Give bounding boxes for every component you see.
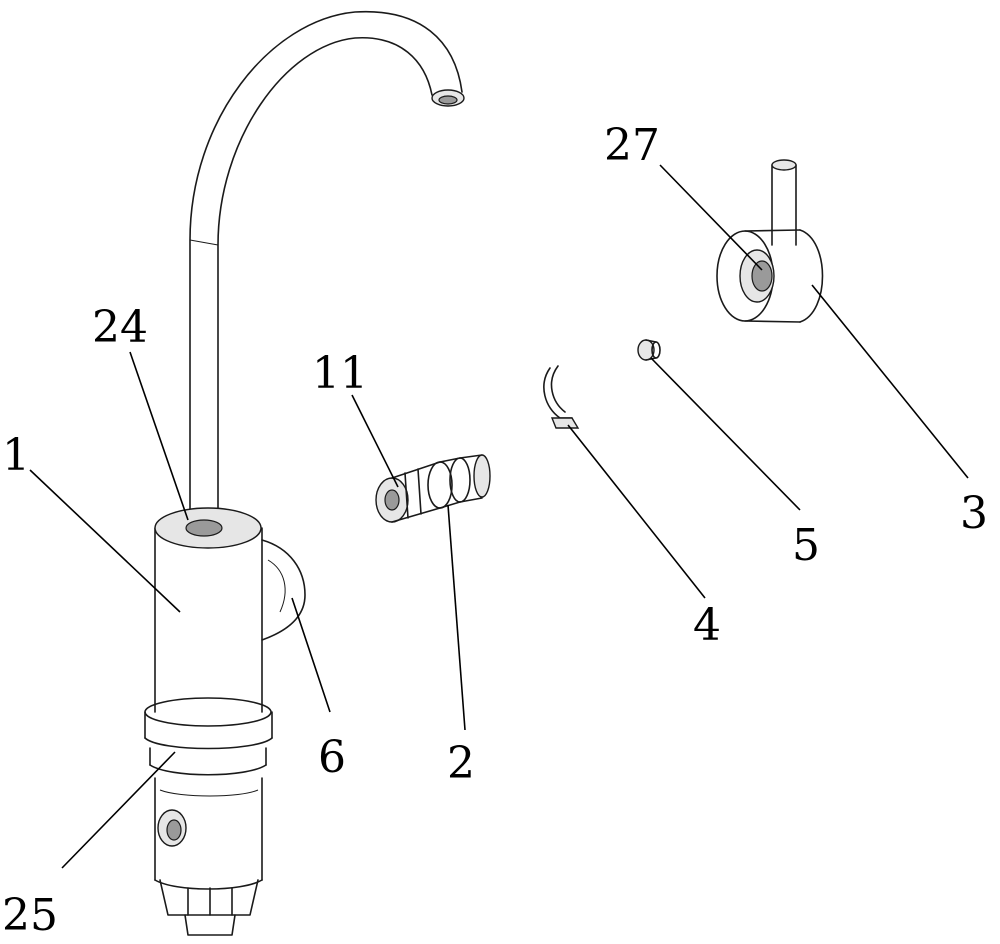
spring-clip: [543, 365, 580, 429]
label-part-5: 5: [792, 520, 820, 571]
label-part-11: 11: [312, 348, 368, 399]
leader-27: [659, 164, 763, 271]
label-part-24: 24: [92, 302, 148, 353]
label-part-27: 27: [604, 120, 660, 171]
label-part-1: 1: [2, 430, 30, 481]
leader-lines: [29, 164, 969, 869]
part-number-labels: 1 2 3 4 5 6 11 24 25 27: [2, 120, 988, 941]
leader-3: [811, 284, 969, 479]
label-part-6: 6: [318, 732, 346, 783]
small-pin: [637, 339, 661, 361]
label-part-3: 3: [960, 488, 988, 539]
leader-25: [61, 751, 176, 869]
leader-1: [29, 469, 181, 613]
valve-cartridge: [375, 454, 491, 523]
faucet-body: [144, 10, 465, 936]
label-part-4: 4: [693, 600, 721, 651]
leader-6: [291, 597, 331, 713]
leader-4: [567, 424, 706, 599]
leader-5: [650, 357, 801, 511]
lever-handle: [716, 159, 824, 323]
label-part-2: 2: [447, 738, 475, 789]
leader-24: [129, 351, 189, 521]
leader-2: [447, 504, 466, 731]
label-part-25: 25: [2, 890, 58, 939]
leader-11: [351, 394, 399, 488]
